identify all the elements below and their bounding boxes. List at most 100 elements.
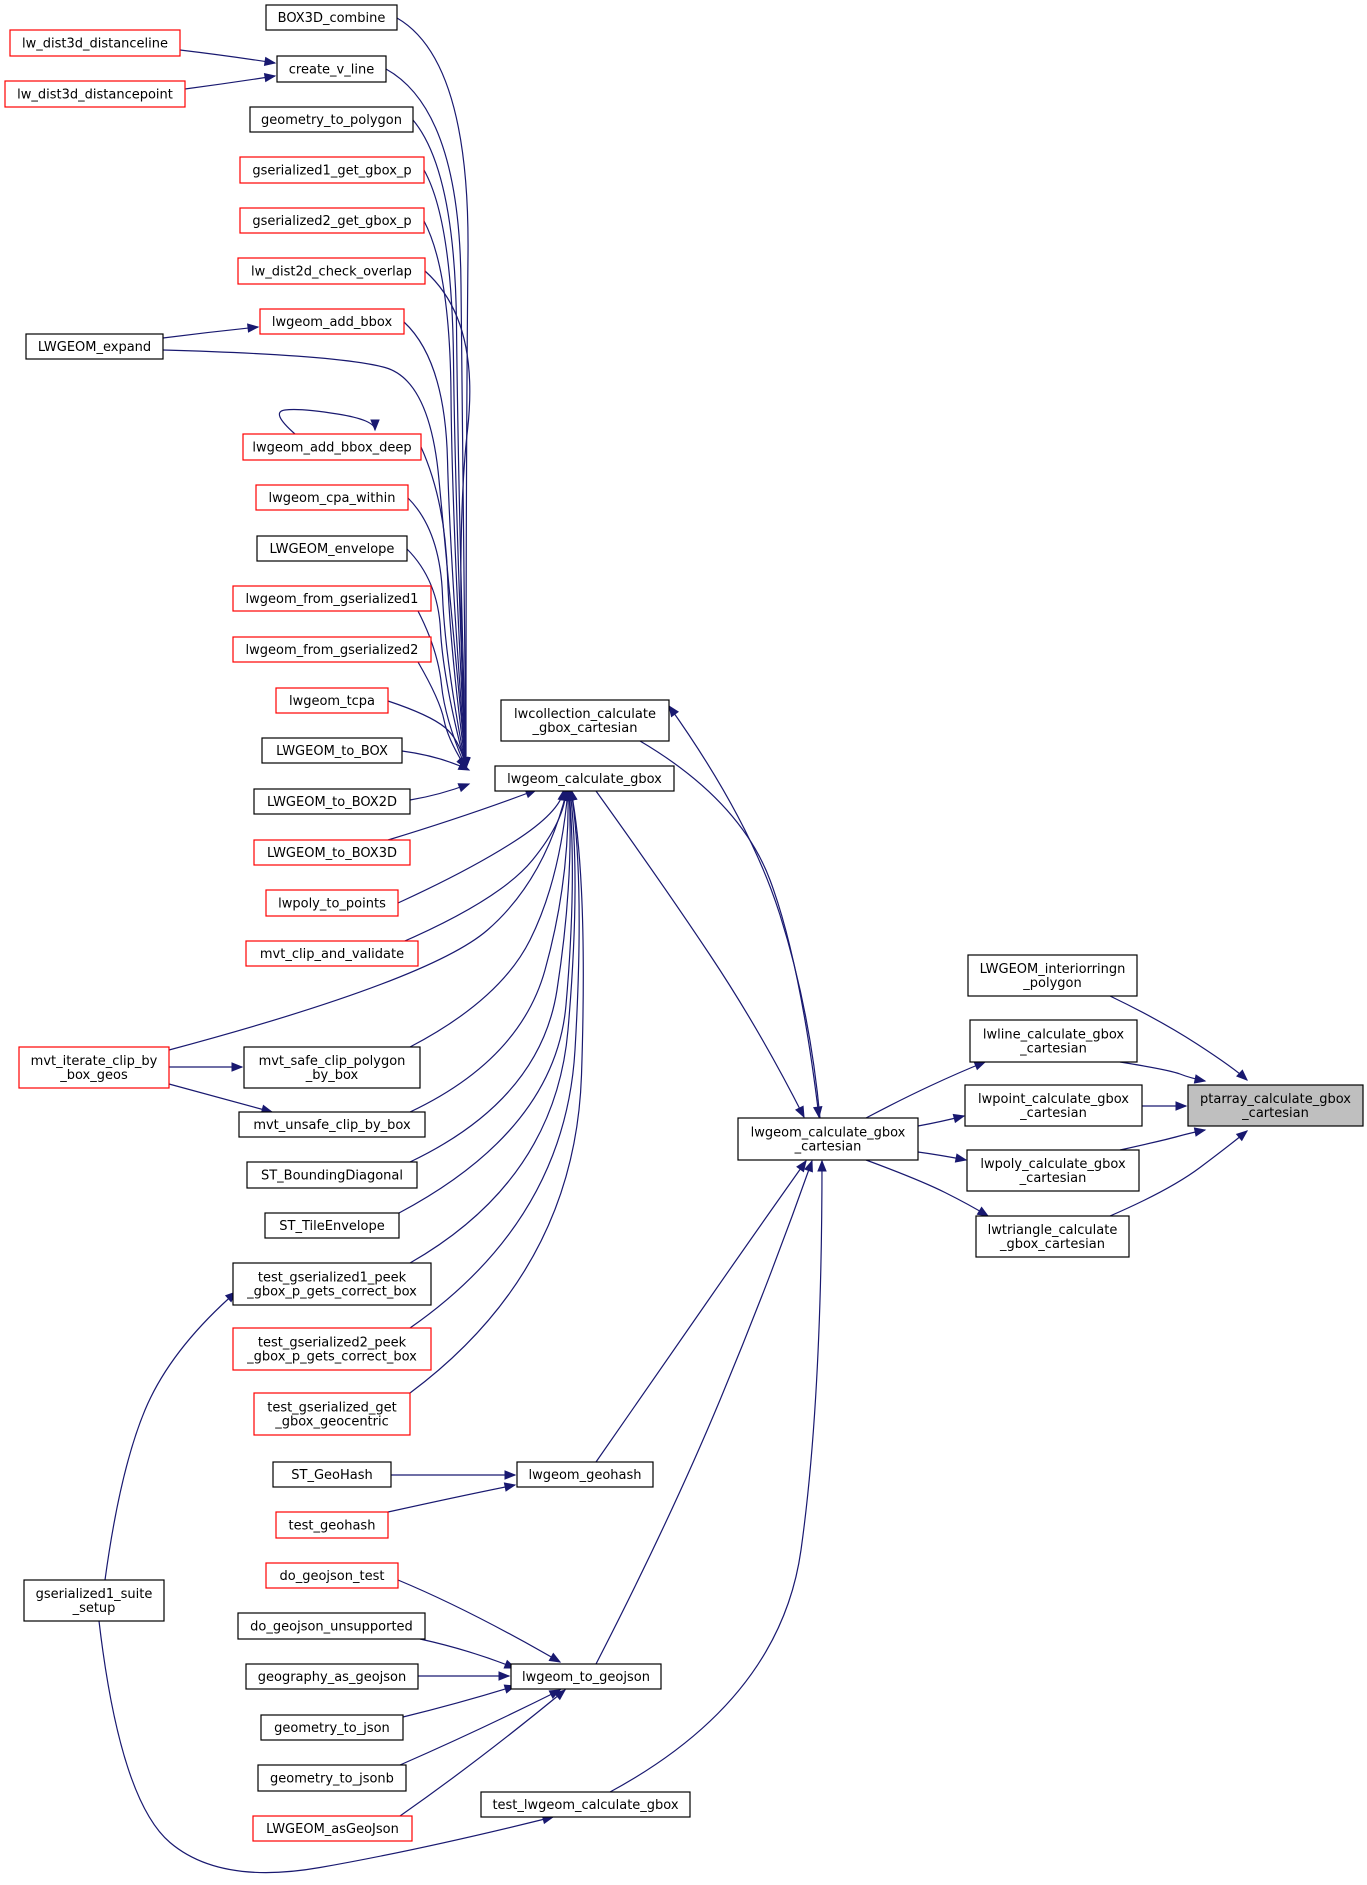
edge-lwpoint-to-ptarray [1142,1101,1188,1111]
node-gser1-suite-setup[interactable]: gserialized1_suite_setup [23,1579,165,1622]
node-lwtriangle[interactable]: lwtriangle_calculate_gbox_cartesian [975,1215,1130,1258]
node-mvt-iterate-clip[interactable]: mvt_iterate_clip_by_box_geos [18,1046,170,1089]
edge-lwgeom_add_bbox_deep-to-lwgeom_add_bbox_deep [278,408,380,435]
edge-line [398,789,573,1214]
node-label: lwgeom_add_bbox_deep [252,441,411,456]
node-box [23,1579,165,1622]
node-create-v-line[interactable]: create_v_line [276,55,387,83]
edge-line [417,610,467,769]
node-lwpoly[interactable]: lwpoly_calculate_gbox_cartesian [966,1149,1140,1192]
node-geometry-to-json[interactable]: geometry_to_json [260,1714,404,1741]
node-box [260,1714,404,1741]
node-lwgeom-cpa-within[interactable]: lwgeom_cpa_within [255,484,409,511]
node-box [253,839,411,866]
node-label: lwline_calculate_gbox [983,1028,1125,1043]
node-st-tileenvelope[interactable]: ST_TileEnvelope [264,1212,400,1239]
edge-arrowhead [503,1482,517,1492]
node-do-geojson-unsupported[interactable]: do_geojson_unsupported [237,1612,426,1640]
node-geometry-to-polygon[interactable]: geometry_to_polygon [249,106,414,133]
node-test-geohash[interactable]: test_geohash [275,1511,389,1539]
edge-line [399,1689,561,1766]
node-do-geojson-test[interactable]: do_geojson_test [265,1562,399,1589]
node-label: lwtriangle_calculate [988,1223,1118,1238]
edge-line [409,789,576,1264]
edge-lwcollection-to-lwgeom_calc_gbox_cart [639,740,823,1119]
node-lwgeom-calc-gbox[interactable]: lwgeom_calculate_gbox [494,765,675,792]
node-lwline[interactable]: lwline_calculate_gbox_cartesian [969,1019,1138,1063]
node-lwgeom-asgeojson[interactable]: LWGEOM_asGeoJson [252,1815,413,1842]
node-ptarray[interactable]: ptarray_calculate_gbox_cartesian [1187,1084,1364,1127]
edge-line [409,789,571,1163]
edge-lwgeom_tcpa-to-lwgeom_calc_gbox [387,700,469,770]
edge-mvt_safe_clip-to-lwgeom_calc_gbox [409,788,572,1048]
node-mvt-unsafe-clip[interactable]: mvt_unsafe_clip_by_box [238,1111,426,1138]
node-lwgeom-to-box3d[interactable]: LWGEOM_to_BOX3D [253,839,411,866]
node-label: _cartesian [1019,1106,1087,1121]
node-lwgeom-from-gser1[interactable]: lwgeom_from_gserialized1 [232,585,432,612]
node-label: _box_geos [59,1068,128,1083]
node-interiorringn[interactable]: LWGEOM_interiorringn_polygon [967,954,1138,997]
node-label: ST_GeoHash [291,1468,372,1483]
node-geometry-to-jsonb[interactable]: geometry_to_jsonb [257,1764,407,1792]
node-lwgeom-envelope[interactable]: LWGEOM_envelope [256,535,408,562]
node-box3d-combine[interactable]: BOX3D_combine [265,4,398,31]
node-box [252,1815,413,1842]
node-lwcollection[interactable]: lwcollection_calculate_gbox_cartesian [500,699,670,742]
node-lw-dist3d-distancepoint[interactable]: lw_dist3d_distancepoint [4,80,186,108]
node-lwgeom-to-box[interactable]: LWGEOM_to_BOX [261,737,403,764]
node-mvt-clip-and-validate[interactable]: mvt_clip_and_validate [245,940,419,967]
node-lwgeom-add-bbox-deep[interactable]: lwgeom_add_bbox_deep [242,433,422,461]
node-test-lwgeom-calc[interactable]: test_lwgeom_calculate_gbox [480,1791,691,1818]
node-box [4,80,186,108]
edge-arrowhead [457,761,471,771]
edge-line [1109,1130,1248,1217]
node-box [966,1149,1140,1192]
node-lwgeom-tcpa[interactable]: lwgeom_tcpa [275,687,389,714]
node-test-gser1-peek[interactable]: test_gserialized1_peek_gbox_p_gets_corre… [232,1262,432,1306]
node-box [239,156,425,184]
node-lwgeom-to-geojson[interactable]: lwgeom_to_geojson [510,1663,662,1690]
node-lw-dist2d-check-overlap[interactable]: lw_dist2d_check_overlap [237,257,426,285]
node-box [9,29,181,57]
node-box [964,1084,1143,1127]
node-lwgeom-calc-gbox-cart[interactable]: lwgeom_calculate_gbox_cartesian [737,1117,919,1161]
node-box [261,737,403,764]
node-test-gser-get-geocentric[interactable]: test_gserialized_get_gbox_geocentric [253,1392,411,1436]
node-lwgeom-from-gser2[interactable]: lwgeom_from_gserialized2 [232,636,432,663]
node-lwgeom-expand[interactable]: LWGEOM_expand [25,333,164,360]
edges-layer [98,17,1249,1874]
edge-line [409,789,580,1329]
node-box [25,333,164,360]
node-label: test_gserialized_get [267,1401,397,1416]
node-label: ptarray_calculate_gbox [1200,1092,1351,1107]
node-st-boundingdiagonal[interactable]: ST_BoundingDiagonal [246,1161,418,1189]
edge-line [407,497,467,769]
edge-arrowhead [804,1159,813,1173]
node-label: _gbox_cartesian [532,721,638,736]
node-lwgeom-add-bbox[interactable]: lwgeom_add_bbox [259,308,405,335]
node-label: _by_box [305,1068,359,1083]
edge-line [385,68,467,769]
node-lw-dist3d-distanceline[interactable]: lw_dist3d_distanceline [9,29,181,57]
node-geography-as-geojson[interactable]: geography_as_geojson [245,1663,419,1690]
node-label: lwgeom_calculate_gbox [507,772,662,787]
node-mvt-safe-clip[interactable]: mvt_safe_clip_polygon_by_box [243,1046,421,1089]
node-label: _gbox_p_gets_correct_box [246,1285,417,1300]
node-label: do_geojson_unsupported [250,1620,413,1635]
node-label: test_gserialized1_peek [258,1271,407,1286]
node-lwpoint[interactable]: lwpoint_calculate_gbox_cartesian [964,1084,1143,1127]
node-gser1-get-gbox-p[interactable]: gserialized1_get_gbox_p [239,156,425,184]
edge-line [179,49,276,64]
node-lwgeom-to-box2d[interactable]: LWGEOM_to_BOX2D [253,788,411,815]
node-lwgeom-geohash[interactable]: lwgeom_geohash [516,1461,654,1488]
node-gser2-get-gbox-p[interactable]: gserialized2_get_gbox_p [239,207,425,234]
node-test-gser2-peek[interactable]: test_gserialized2_peek_gbox_p_gets_corre… [232,1327,432,1371]
node-box [245,940,419,967]
edge-line [168,789,568,1051]
edge-geography_as_geojson-to-lwgeom_to_geojson [418,1671,511,1681]
edge-line [424,270,471,769]
node-st-geohash[interactable]: ST_GeoHash [272,1461,392,1488]
edge-lwtriangle-to-ptarray [1109,1130,1249,1217]
edge-line [1109,995,1248,1081]
node-lwpoly-to-points[interactable]: lwpoly_to_points [265,889,399,917]
